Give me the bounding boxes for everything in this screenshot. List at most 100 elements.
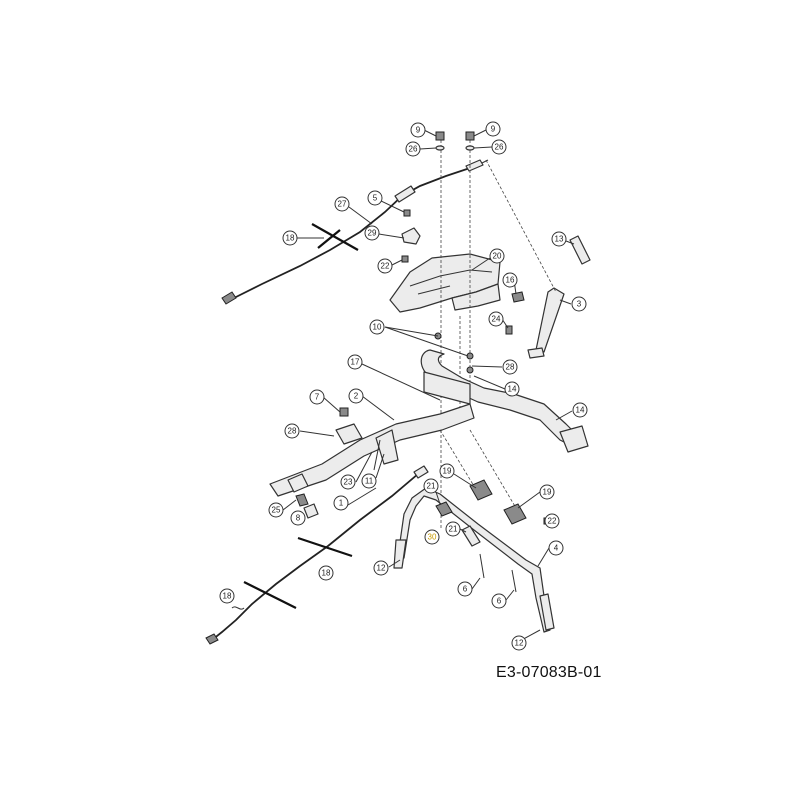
svg-text:29: 29 [368,229,377,238]
pin [479,553,485,579]
callout: 14 [572,402,588,418]
svg-text:26: 26 [409,145,418,154]
callout: 28 [284,423,300,439]
svg-text:4: 4 [554,544,559,553]
svg-text:11: 11 [365,477,374,486]
callout: 26 [405,141,421,157]
leader-lines [282,129,575,643]
svg-text:9: 9 [491,125,496,134]
callout: 18 [219,588,235,604]
svg-text:19: 19 [443,467,452,476]
callout: 21 [423,478,439,494]
callout: 23 [340,474,356,490]
svg-text:18: 18 [322,569,331,578]
lower-cable [205,465,429,645]
cable-break-mark [243,581,297,609]
callout: 8 [290,510,306,526]
tie-rod [373,439,381,471]
svg-text:10: 10 [373,323,382,332]
callout-layer: 9 26 9 26 5 27 29 18 22 20 13 16 3 24 10… [219,121,588,651]
callout: 24 [488,311,504,327]
callout: 9 [410,122,426,138]
svg-text:21: 21 [449,525,458,534]
callout: 26 [491,139,507,155]
callout: 4 [548,540,564,556]
svg-text:12: 12 [515,639,524,648]
svg-text:13: 13 [555,235,564,244]
svg-text:23: 23 [344,478,353,487]
cable-break-mark [317,229,341,249]
svg-text:6: 6 [463,585,468,594]
callout: 10 [369,319,385,335]
callout: 19 [539,484,555,500]
svg-text:1: 1 [339,499,344,508]
callout: 6 [457,581,473,597]
callout: 16 [502,272,518,288]
svg-text:5: 5 [373,194,378,203]
grip [569,235,591,265]
callout: 17 [347,354,363,370]
callout: 1 [333,495,349,511]
svg-text:30: 30 [428,533,437,542]
cable-break-mark [311,223,359,251]
shift-lever [527,287,565,359]
control-rod [393,487,555,633]
svg-text:2: 2 [354,392,359,401]
knob [511,291,525,303]
svg-text:14: 14 [576,406,585,415]
svg-text:20: 20 [493,252,502,261]
console-panel [389,253,501,313]
callout: 3 [571,296,587,312]
svg-text:18: 18 [286,234,295,243]
callout: 27 [334,196,350,212]
svg-text:6: 6 [497,597,502,606]
svg-text:22: 22 [381,262,390,271]
callout: 14 [504,381,520,397]
callout: 12 [511,635,527,651]
cable-break-mark [297,536,353,558]
svg-text:21: 21 [427,482,436,491]
svg-text:3: 3 [577,300,582,309]
callout: 21 [445,521,461,537]
drawing-code: E3-07083B-01 [496,664,602,681]
svg-text:28: 28 [506,363,515,372]
clamps [435,479,527,547]
bracket [401,227,421,245]
callout: 19 [439,463,455,479]
svg-text:12: 12 [377,564,386,573]
svg-text:8: 8 [296,514,301,523]
svg-text:16: 16 [506,276,515,285]
svg-text:9: 9 [416,126,421,135]
callout: 20 [489,248,505,264]
callout: 22 [377,258,393,274]
svg-text:28: 28 [288,427,297,436]
callout: 29 [364,225,380,241]
svg-text:14: 14 [508,385,517,394]
assembly-lines [439,140,557,528]
callout: 9 [485,121,501,137]
callout: 12 [373,560,389,576]
svg-text:27: 27 [338,200,347,209]
svg-text:18: 18 [223,592,232,601]
svg-text:25: 25 [272,506,281,515]
callout: 30 [424,529,440,545]
svg-text:19: 19 [543,488,552,497]
svg-text:26: 26 [495,143,504,152]
pin [511,569,517,593]
frame [269,403,475,519]
callout: 6 [491,593,507,609]
svg-text:24: 24 [492,315,501,324]
svg-text:17: 17 [351,358,360,367]
upper-cable [221,159,489,305]
callout: 2 [348,388,364,404]
svg-text:22: 22 [548,517,557,526]
callout: 11 [361,473,377,489]
callout: 18 [282,230,298,246]
callout: 7 [309,389,325,405]
callout: 25 [268,502,284,518]
callout: 13 [551,231,567,247]
handlebar [420,349,589,453]
callout: 18 [318,565,334,581]
svg-text:7: 7 [315,393,320,402]
